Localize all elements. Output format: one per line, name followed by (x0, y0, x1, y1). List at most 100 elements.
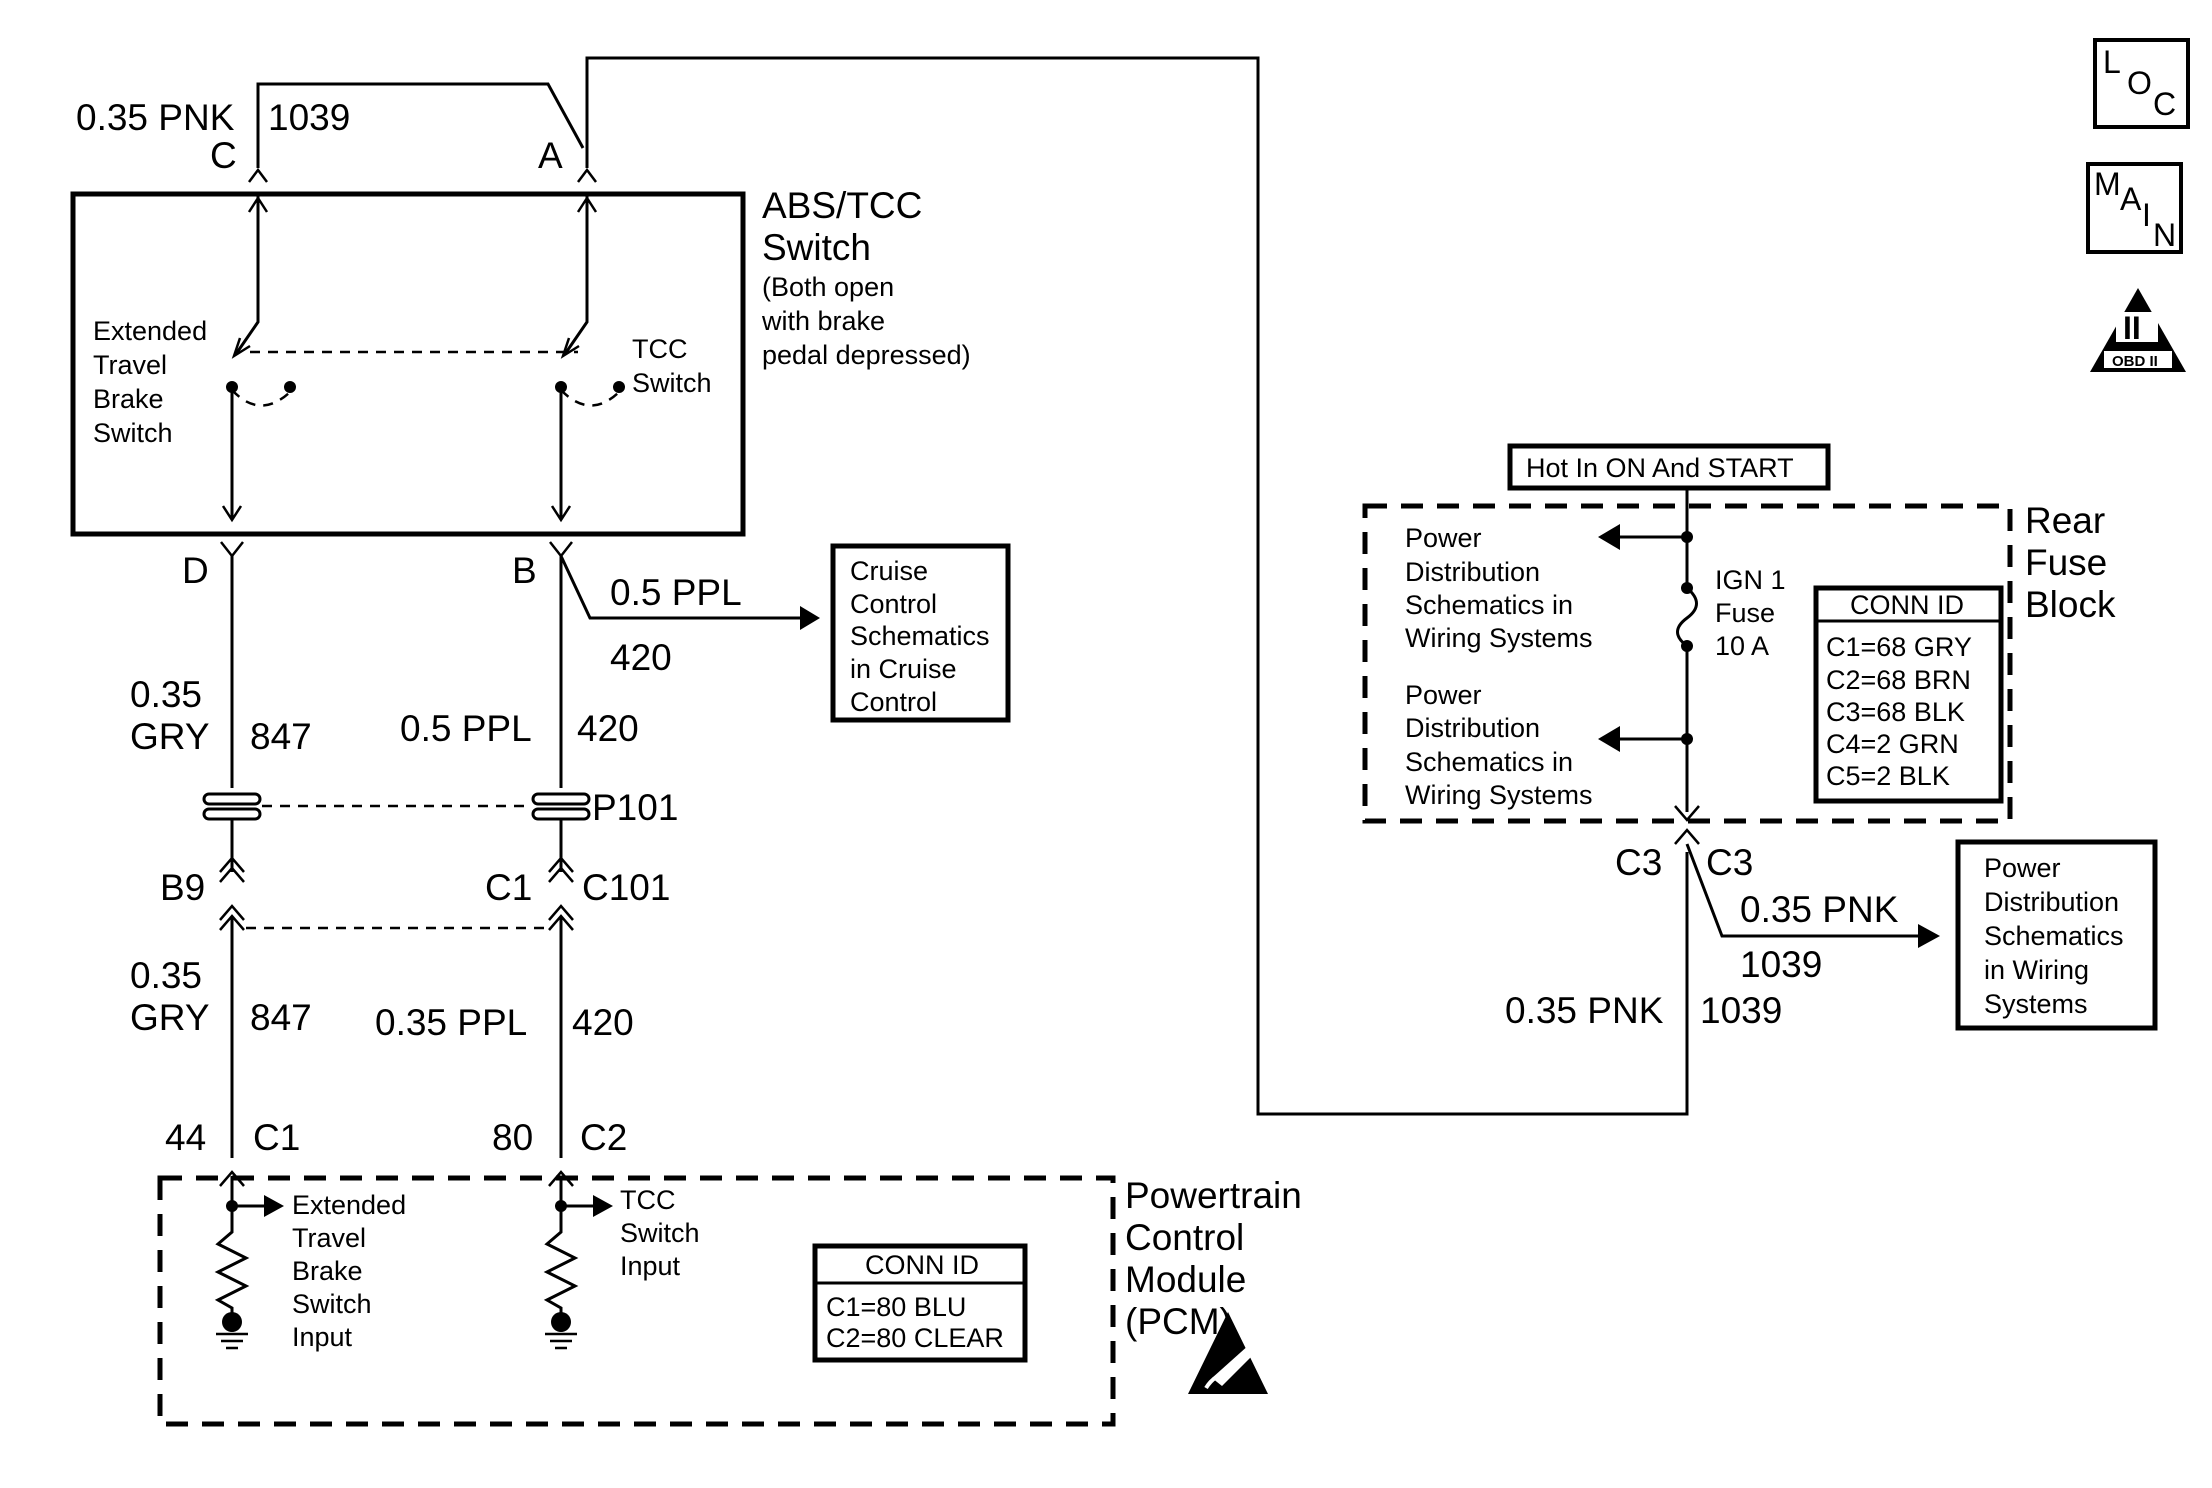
abs-switch-box (70, 191, 746, 537)
wire-847-lower-gauge-2: GRY (130, 997, 210, 1038)
fuse-block-title-2: Fuse (2025, 542, 2107, 583)
obd-ii-icon[interactable]: II OBD II (2090, 288, 2186, 372)
svg-text:C: C (2153, 86, 2176, 122)
fuse-block-title-1: Rear (2025, 500, 2105, 541)
svg-text:II: II (2123, 310, 2141, 346)
pd-output-circuit: 1039 (1740, 944, 1822, 985)
wire-847-lower-circuit: 847 (250, 997, 312, 1038)
pd-output-line-4: in Wiring (1984, 955, 2089, 985)
pd-output-line-5: Systems (1984, 989, 2088, 1019)
ext-switch-label-2: Travel (93, 350, 167, 380)
fuse-block-dashed-box (1362, 503, 2013, 824)
pd-2-line-4: Wiring Systems (1405, 780, 1593, 810)
pd-output-line-1: Power (1984, 853, 2061, 883)
ign1-fuse-icon (1676, 586, 1698, 648)
pin-d-label: D (182, 550, 209, 591)
p101-connector: P101 (202, 787, 678, 828)
cruise-schematics-box (830, 543, 1011, 723)
loc-icon[interactable]: L O C (2093, 38, 2190, 129)
pcm-c2-connector (548, 1170, 574, 1187)
ext-switch-label-4: Switch (93, 418, 173, 448)
cruise-wire-gauge: 0.5 PPL (610, 572, 742, 613)
pin-b-connector (549, 541, 573, 559)
ext-input-label-3: Brake (292, 1256, 363, 1286)
pd-output-branch: 0.35 PNK 1039 Power Distribution Schemat… (1685, 839, 2158, 1031)
pcm-left-conn: C1 (253, 1117, 300, 1158)
fuse-conn-id-c4: C4=2 GRN (1826, 729, 1959, 759)
pd-output-box (1955, 839, 2158, 1031)
svg-text:OBD II: OBD II (2112, 353, 2158, 370)
c1-connector (548, 856, 574, 883)
pin-d-connector (220, 541, 244, 559)
pin-a-label: A (538, 135, 563, 176)
fuse-conn-id-c3: C3=68 BLK (1826, 697, 1965, 727)
abs-switch-note-1: (Both open (762, 272, 894, 302)
pd-1-line-4: Wiring Systems (1405, 623, 1593, 653)
svg-text:N: N (2153, 217, 2176, 253)
pin-c-label: C (210, 135, 237, 176)
fuse-conn-id-c1: C1=68 GRY (1826, 632, 1972, 662)
c101-right-pin: C1 (485, 867, 532, 908)
pcm-conn-id-title: CONN ID (865, 1250, 979, 1280)
pcm-conn-id-c2: C2=80 CLEAR (826, 1323, 1004, 1353)
pcm-left-pin: 44 (165, 1117, 206, 1158)
b9-connector (219, 856, 245, 883)
p101-label: P101 (592, 787, 678, 828)
pd-1-line-1: Power (1405, 523, 1482, 553)
wire-847-upper-gauge-2: GRY (130, 716, 210, 757)
fuse-conn-id-box (1813, 585, 2004, 804)
ext-switch-upper-line (234, 196, 260, 355)
cruise-box-line-5: Control (850, 687, 937, 717)
wire-420-upper-gauge: 0.5 PPL (400, 708, 532, 749)
fuse-conn-id-c2: C2=68 BRN (1826, 665, 1971, 695)
fuse-c3-right: C3 (1706, 842, 1753, 883)
tcc-switch-label-1: TCC (632, 334, 688, 364)
tcc-input-label-3: Input (620, 1251, 681, 1281)
cruise-wire-circuit: 420 (610, 637, 672, 678)
fuse-conn-id-title: CONN ID (1850, 590, 1964, 620)
pd-output-line-3: Schematics (1984, 921, 2124, 951)
pin-a-connector (577, 167, 597, 183)
fuse-out-gauge: 0.35 PNK (1505, 990, 1664, 1031)
tcc-input-arrow-icon (593, 1195, 613, 1217)
tcc-switch-label-2: Switch (632, 368, 712, 398)
fuse-label: Fuse (1715, 598, 1775, 628)
tcc-input-label-2: Switch (620, 1218, 700, 1248)
pd-2-line-3: Schematics in (1405, 747, 1573, 777)
ext-input-label-2: Travel (292, 1223, 366, 1253)
pcm-module: Powertrain Control Module (PCM) Extended… (157, 1175, 1302, 1427)
fuse-out-circuit: 1039 (1700, 990, 1782, 1031)
fuse-rating: 10 A (1715, 631, 1769, 661)
pd-2-line-2: Distribution (1405, 713, 1540, 743)
tcc-input-resistor (543, 1176, 579, 1318)
svg-text:M: M (2094, 166, 2121, 202)
abs-switch-note-2: with brake (761, 306, 885, 336)
ext-input-arrow-icon (264, 1195, 284, 1217)
hot-in-label-box (1507, 443, 1831, 491)
abs-switch-title-2: Switch (762, 227, 871, 268)
pin-c-connector (248, 167, 268, 183)
pd-2-line-1: Power (1405, 680, 1482, 710)
fuse-name: IGN 1 (1715, 565, 1786, 595)
pd-output-arrow-icon (1918, 924, 1940, 948)
cruise-arrow-icon (800, 606, 820, 630)
c101-left-pin: B9 (160, 867, 205, 908)
main-icon[interactable]: M A I N (2086, 162, 2183, 254)
svg-text:L: L (2103, 44, 2121, 80)
wire-847-upper-gauge-1: 0.35 (130, 674, 202, 715)
ext-switch-label-3: Brake (93, 384, 164, 414)
fuse-c3-left: C3 (1615, 842, 1662, 883)
abs-switch-title: ABS/TCC (762, 185, 922, 226)
fuse-conn-id-c5: C5=2 BLK (1826, 761, 1950, 791)
hot-in-label: Hot In ON And START (1526, 453, 1794, 483)
ext-input-ground-icon (222, 1312, 242, 1332)
top-wire-circuit: 1039 (268, 97, 350, 138)
tcc-input-ground-icon (551, 1312, 571, 1332)
esd-warning-icon (1188, 1312, 1268, 1394)
cruise-box-line-2: Control (850, 589, 937, 619)
wire-847-upper-circuit: 847 (250, 716, 312, 757)
pcm-conn-id-box (812, 1243, 1028, 1363)
pcm-c1-connector (219, 1170, 245, 1187)
pcm-dashed-box (157, 1175, 1116, 1427)
tcc-input-label-1: TCC (620, 1185, 676, 1215)
